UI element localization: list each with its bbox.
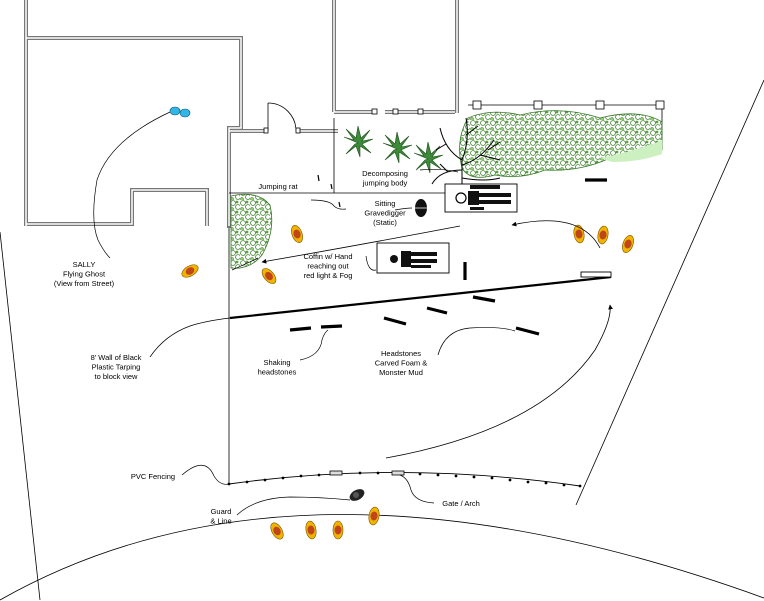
guard-icon: [349, 489, 365, 501]
torch-icon: [267, 520, 287, 542]
black-tarp-wall: [229, 275, 612, 320]
shrub-bed-left: [230, 193, 273, 269]
torch-icon: [596, 224, 610, 246]
door: [263, 102, 424, 134]
rat-markers: [317, 174, 341, 208]
palm-plant-icon: [413, 141, 444, 174]
headstones: [289, 178, 607, 336]
shrub-bed-right: [459, 110, 663, 178]
gate-post: [329, 470, 343, 476]
torch-icon: [179, 261, 201, 281]
decomposing-body-box: [444, 183, 518, 213]
torch-icon: [258, 265, 280, 287]
pvc-fence: [228, 472, 581, 487]
ghost-path: [93, 111, 171, 259]
label-gate: Gate / Arch: [442, 499, 480, 508]
palm-plant-icon: [382, 131, 413, 164]
gate-post: [391, 470, 405, 476]
walk-path-arrows: [261, 220, 613, 459]
flying-ghost-icon: [169, 106, 191, 118]
figure-icon: [455, 185, 511, 210]
label-pvc: PVC Fencing: [131, 472, 175, 481]
torch-icon: [332, 520, 344, 540]
yard-lines: [0, 79, 764, 601]
leader-lines: [149, 168, 516, 516]
torch-icon: [288, 223, 306, 245]
torch-icon: [619, 233, 637, 255]
torch-icon: [304, 519, 318, 541]
torch-icon: [367, 505, 381, 527]
label-jumping-rat: Jumping rat: [258, 182, 298, 191]
coffin-icon: [376, 242, 450, 274]
deck-rail: [472, 100, 665, 110]
palm-plant-icon: [343, 125, 374, 158]
label-guard: Guard& Line: [210, 507, 231, 526]
fence-posts: [227, 471, 582, 488]
gravedigger-figure: [412, 199, 430, 217]
